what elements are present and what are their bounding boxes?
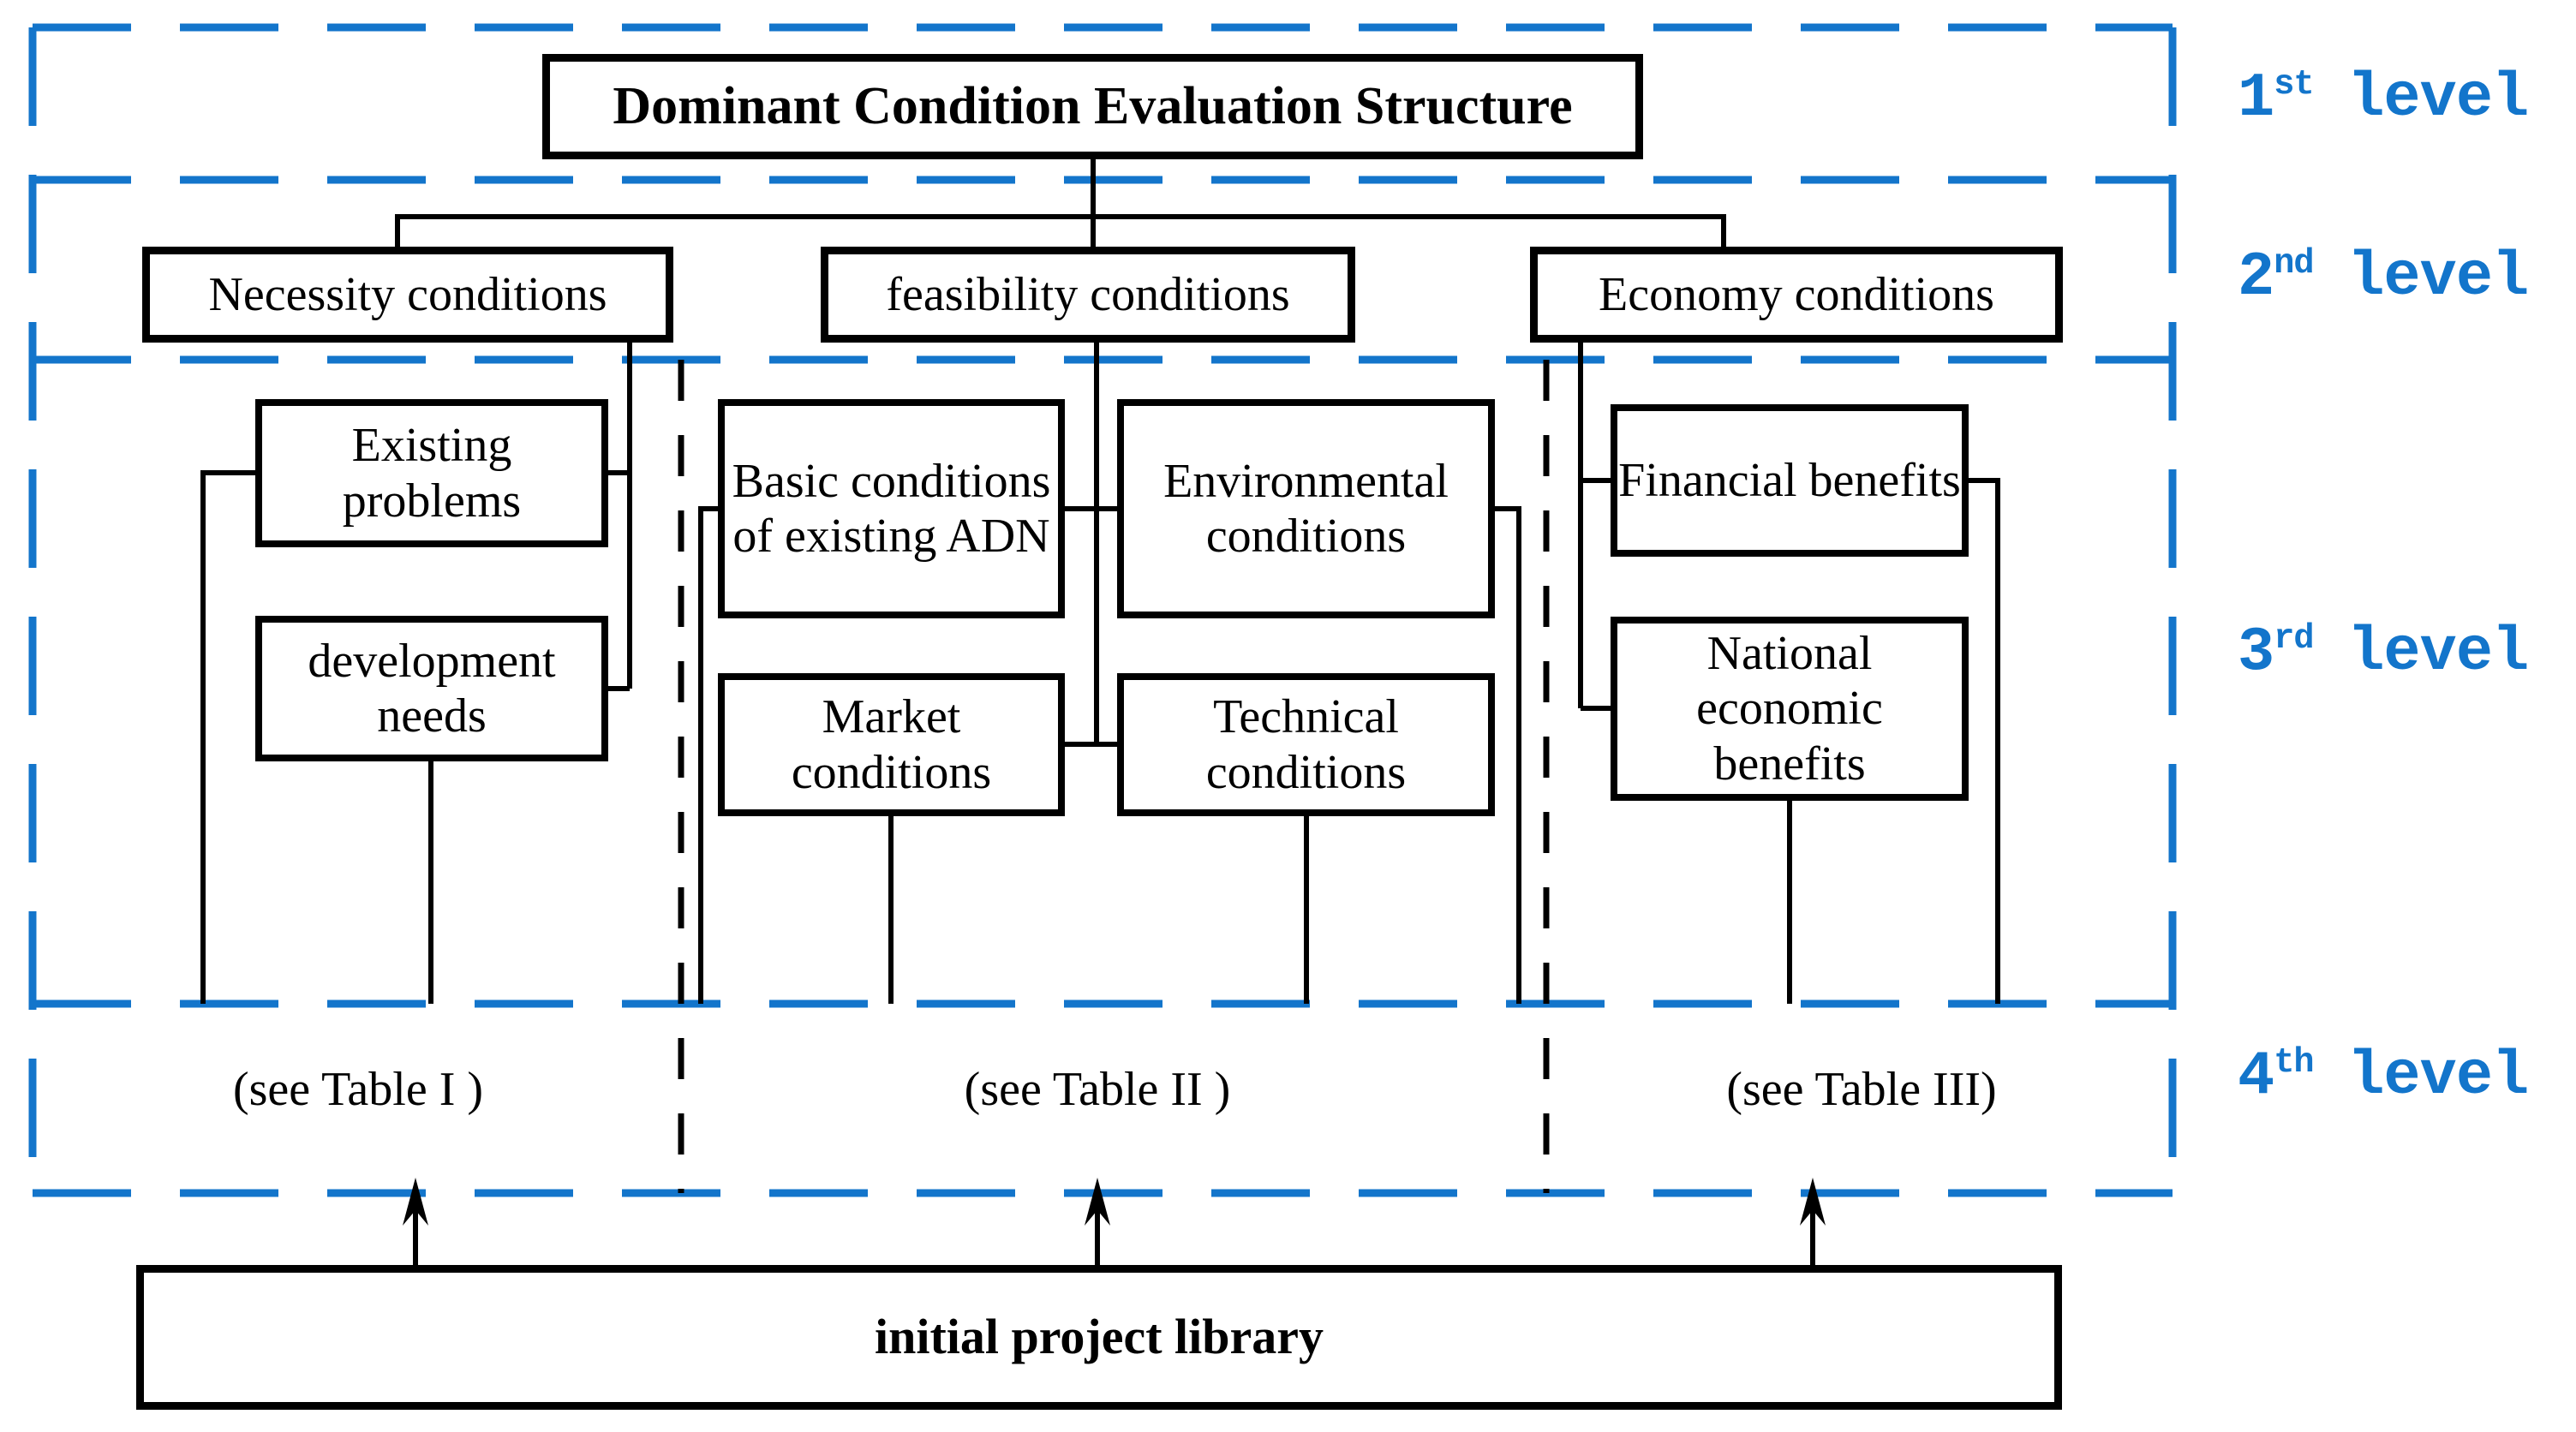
box-label: Market conditions — [791, 690, 992, 799]
box-national-economic-benefits: National economic benefits — [1611, 617, 1969, 801]
see-table-3-note: (see Table III) — [1647, 1055, 2076, 1124]
level-word: level — [2347, 63, 2529, 134]
arrowhead-necessity — [403, 1178, 428, 1226]
note-label: (see Table I ) — [232, 1063, 483, 1116]
box-initial-project-library: initial project library — [136, 1265, 2062, 1410]
level-word: level — [2347, 242, 2529, 313]
level-word: level — [2347, 1041, 2529, 1112]
box-feasibility-conditions: feasibility conditions — [821, 247, 1355, 343]
connector-level2-bus — [395, 214, 1726, 250]
level-number: 3 — [2238, 618, 2274, 688]
box-label: Technical conditions — [1205, 690, 1407, 799]
level-number: 2 — [2238, 242, 2274, 313]
level-ordinal-suffix: nd — [2274, 244, 2314, 283]
box-market-conditions: Market conditions — [718, 673, 1065, 816]
connector-environmental-to-table2 — [1495, 506, 1521, 1004]
box-financial-benefits: Financial benefits — [1611, 404, 1969, 557]
level-ordinal-suffix: rd — [2274, 619, 2314, 659]
arrowhead-feasibility — [1085, 1178, 1110, 1226]
box-label: Dominant Condition Evaluation Structure — [613, 76, 1573, 135]
connector-existing-problems-to-table1 — [200, 470, 255, 1004]
box-title-dominant-condition: Dominant Condition Evaluation Structure — [542, 54, 1643, 159]
box-label: Environmental conditions — [1163, 454, 1449, 563]
box-basic-conditions-adn: Basic conditions of existing ADN — [718, 399, 1065, 618]
box-necessity-conditions: Necessity conditions — [142, 247, 673, 343]
box-label: Financial benefits — [1618, 453, 1961, 507]
level-word: level — [2347, 618, 2529, 688]
level-ordinal-suffix: st — [2274, 65, 2314, 104]
box-environmental-conditions: Environmental conditions — [1117, 399, 1495, 618]
box-label: development needs — [308, 634, 556, 743]
box-label: Existing problems — [342, 419, 522, 528]
note-label: (see Table II ) — [964, 1063, 1231, 1116]
box-existing-problems: Existing problems — [255, 399, 608, 547]
box-development-needs: development needs — [255, 616, 608, 761]
level-ordinal-suffix: th — [2274, 1043, 2314, 1083]
box-economy-conditions: Economy conditions — [1530, 247, 2063, 343]
level-number: 1 — [2238, 63, 2274, 134]
level-number: 4 — [2238, 1041, 2274, 1112]
arrowhead-economy — [1800, 1178, 1826, 1226]
box-technical-conditions: Technical conditions — [1117, 673, 1495, 816]
box-label: Necessity conditions — [208, 267, 607, 321]
connector-basic-adn-to-table2 — [698, 506, 718, 1004]
box-label: Basic conditions of existing ADN — [732, 454, 1051, 563]
box-label: Economy conditions — [1599, 267, 1994, 321]
box-label: National economic benefits — [1696, 626, 1883, 791]
see-table-2-note: (see Table II ) — [883, 1055, 1312, 1124]
connector-financial-to-table3 — [1969, 478, 2000, 1004]
box-label: feasibility conditions — [886, 267, 1290, 321]
box-label: initial project library — [874, 1309, 1324, 1365]
note-label: (see Table III) — [1726, 1063, 1997, 1116]
see-table-1-note: (see Table I ) — [144, 1055, 572, 1124]
